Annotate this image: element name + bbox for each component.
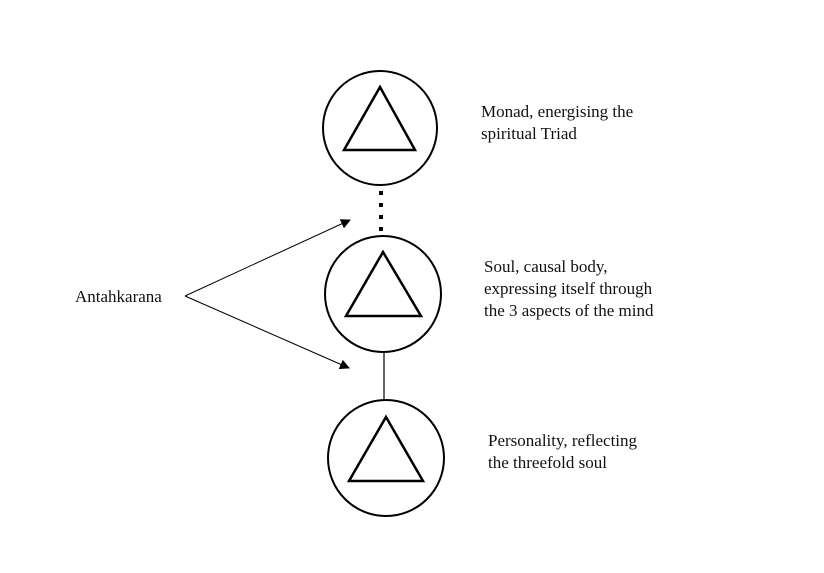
antahkarana-arrow-lower <box>184 295 350 369</box>
personality-label-line: the threefold soul <box>488 453 607 472</box>
antahkarana-label: Antahkarana <box>75 287 162 306</box>
soul-label-line: expressing itself through <box>484 279 653 298</box>
monad-label-line: Monad, energising the <box>481 102 633 121</box>
node-personality <box>327 399 445 517</box>
monad-label: Monad, energising the spiritual Triad <box>481 102 637 143</box>
monad-triangle-icon <box>341 84 418 152</box>
monad-label-line: spiritual Triad <box>481 124 577 143</box>
personality-label: Personality, reflecting the threefold so… <box>488 431 641 472</box>
soul-label: Soul, causal body, expressing itself thr… <box>484 257 656 320</box>
antahkarana-arrow-upper <box>184 219 351 297</box>
personality-circle <box>327 399 445 517</box>
personality-triangle-icon <box>346 414 426 483</box>
soul-triangle-icon <box>343 249 424 318</box>
personality-label-line: Personality, reflecting <box>488 431 638 450</box>
soul-circle <box>324 235 442 353</box>
node-soul <box>324 235 442 353</box>
monad-circle <box>322 70 438 186</box>
soul-label-line: Soul, causal body, <box>484 257 608 276</box>
soul-label-line: the 3 aspects of the mind <box>484 301 654 320</box>
node-monad <box>322 70 438 186</box>
